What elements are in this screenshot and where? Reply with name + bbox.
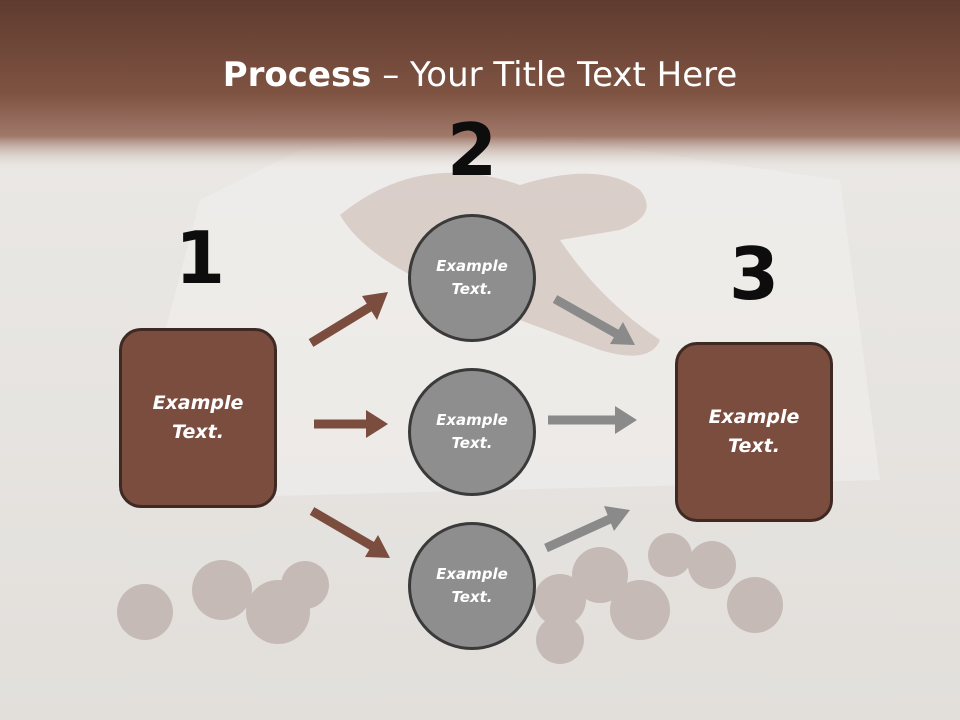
arrow-to-middle-circle [314,410,388,438]
title-bold: Process [222,55,372,95]
circle-top[interactable]: Example Text. [408,214,536,342]
circle-bottom-label: Example Text. [436,565,508,606]
arrow-bottom-to-box3 [544,506,630,553]
circle-middle[interactable]: Example Text. [408,368,536,496]
arrow-top-to-box3 [552,295,635,345]
step-number-2: 2 [446,108,498,192]
circle-middle-label: Example Text. [436,411,508,452]
step-number-3: 3 [728,232,780,316]
step-box-3[interactable]: Example Text. [675,342,833,522]
circle-top-label: Example Text. [436,257,508,298]
circle-bottom[interactable]: Example Text. [408,522,536,650]
step-box-1[interactable]: Example Text. [119,328,277,508]
arrow-to-bottom-circle [309,507,390,558]
slide-title: Process – Your Title Text Here [0,52,960,98]
title-rest: – Your Title Text Here [371,55,738,95]
arrow-middle-to-box3 [548,406,637,434]
step-box-1-label: Example Text. [152,392,244,443]
step-number-1: 1 [174,216,226,300]
step-box-3-label: Example Text. [708,406,800,457]
arrow-to-top-circle [308,292,388,347]
